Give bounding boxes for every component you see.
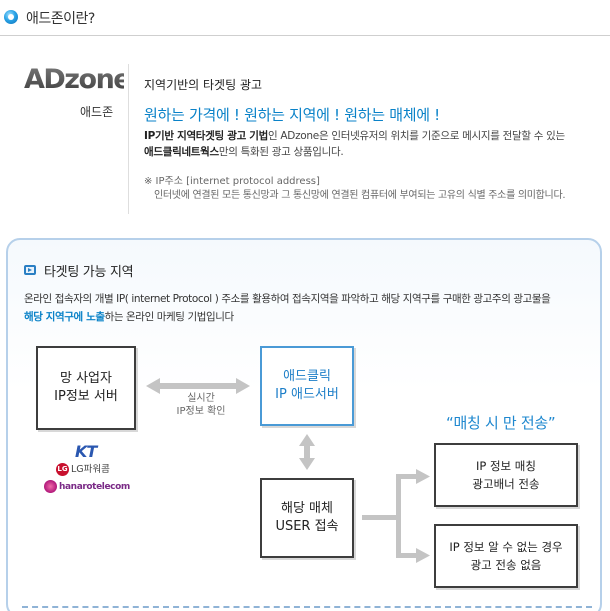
bullet-circle-icon	[4, 10, 18, 24]
hanaro-mark-icon	[44, 480, 57, 493]
r2-line1: IP 정보 알 수 없는 경우	[449, 540, 563, 554]
kt-logo: KT	[75, 442, 97, 461]
adzone-logo: ADzone	[24, 64, 132, 95]
realtime-line1: 실시간	[187, 393, 215, 404]
r1-line2: 광고배너 전송	[472, 477, 540, 491]
adserver-box-line2: IP 애드서버	[275, 387, 339, 402]
targeting-title: 타겟팅 가능 지역	[44, 265, 134, 280]
intro-slogan: 원하는 가격에 ! 원하는 지역에 ! 원하는 매체에 !	[144, 106, 440, 124]
isp-box-line2: IP정보 서버	[54, 389, 118, 404]
desc-bold-company: 애드클릭네트웍스	[144, 146, 219, 158]
desc-end-text: 만의 특화된 광고 상품입니다.	[218, 146, 344, 158]
user-box-line1: 해당 매체	[281, 501, 333, 516]
r2-line2: 광고 전송 없음	[470, 558, 542, 572]
user-box-line2: USER 접속	[275, 519, 339, 534]
targeting-desc-bold: 해당 지역구에 노출	[24, 311, 105, 323]
realtime-line2: IP정보 확인	[176, 406, 226, 417]
lg-powercom-text: LG파워콤	[71, 464, 110, 475]
intro-divider	[128, 64, 129, 214]
targeting-desc-end: 하는 온라인 마케팅 기법입니다	[104, 311, 235, 323]
page-title: 애드존이란?	[26, 11, 95, 27]
desc-mid-text: 인 ADzone은 인터넷유저의 위치를 기준으로 메시지를 전달할 수 있는	[268, 130, 565, 142]
intro-description: IP기반 지역타겟팅 광고 기법인 ADzone은 인터넷유저의 위치를 기준으…	[144, 128, 594, 160]
media-user-access-box: 해당 매체 USER 접속	[260, 478, 354, 558]
isp-ip-server-box: 망 사업자 IP정보 서버	[36, 346, 136, 430]
hanaro-telecom-logo: hanarotelecom	[44, 480, 130, 493]
section-play-icon	[24, 265, 36, 275]
isp-box-line1: 망 사업자	[60, 371, 112, 386]
r1-line1: IP 정보 매칭	[476, 459, 536, 473]
ip-note-body: 인터넷에 연결된 모든 통신망과 그 통신망에 연결된 컴퓨터에 부여되는 고유…	[154, 190, 566, 201]
adzone-logo-subtitle: 애드존	[80, 105, 114, 119]
page-header: 애드존이란?	[0, 0, 610, 36]
lg-mark-icon: LG	[56, 463, 69, 476]
intro-section-title: 지역기반의 타겟팅 광고	[144, 78, 263, 92]
adclick-ad-server-box: 애드클릭 IP 애드서버	[260, 346, 354, 426]
panel-dashed-divider	[22, 606, 592, 608]
match-only-send-title: “매칭 시 만 전송”	[446, 414, 556, 432]
targeting-description: 온라인 접속자의 개별 IP( internet Protocol ) 주소를 …	[24, 290, 594, 326]
realtime-label: 실시간 IP정보 확인	[160, 392, 242, 418]
desc-bold-technique: IP기반 지역타겟팅 광고 기법	[144, 130, 269, 142]
header-divider	[0, 35, 610, 36]
hanaro-text: hanarotelecom	[59, 482, 130, 492]
targeting-desc-line1: 온라인 접속자의 개별 IP( internet Protocol ) 주소를 …	[24, 293, 551, 305]
adserver-box-line1: 애드클릭	[283, 369, 331, 384]
ip-note-title: ※ IP주소 [internet protocol address]	[144, 176, 320, 187]
